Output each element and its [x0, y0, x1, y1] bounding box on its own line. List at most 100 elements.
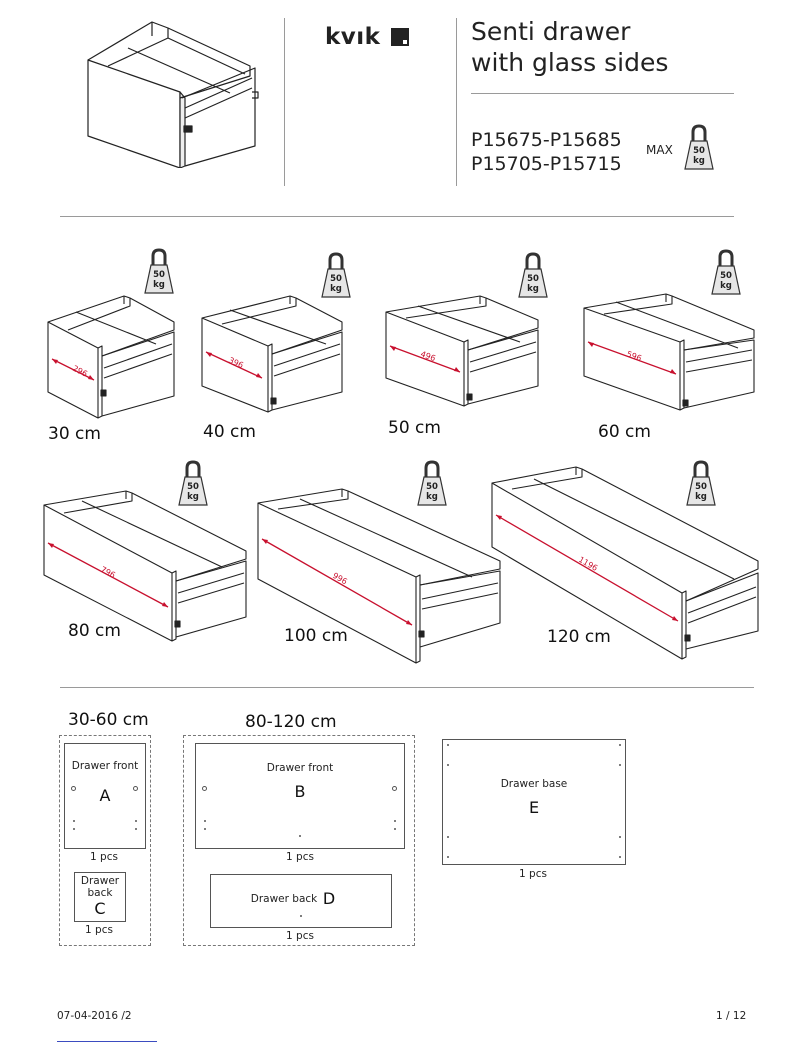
panel-drawer-back-c: Drawer back C — [74, 872, 126, 922]
hole — [133, 786, 138, 791]
hole — [392, 786, 397, 791]
drawer-80: 796 — [43, 490, 247, 642]
weight-unit: kg — [330, 284, 342, 294]
parts-box-small — [59, 735, 151, 946]
panel-label: Drawer front — [266, 762, 334, 774]
hole — [73, 828, 75, 830]
size-label-60: 60 cm — [598, 422, 651, 442]
panel-drawer-back-d: Drawer back D — [210, 874, 392, 928]
weight-value: 50 — [426, 482, 438, 492]
panel-label: Drawer base — [500, 778, 568, 790]
footer-date: 07-04-2016 /2 — [57, 1010, 132, 1022]
drawer-30: 296 — [47, 295, 175, 419]
qty-e: 1 pcs — [519, 868, 547, 880]
panel-label: Drawer back — [250, 893, 318, 905]
hole — [202, 786, 207, 791]
hole — [73, 820, 75, 822]
weight-unit: kg — [527, 284, 539, 294]
hole — [204, 820, 206, 822]
qty-a: 1 pcs — [90, 851, 118, 863]
panel-drawer-front-a: Drawer front A — [64, 743, 146, 849]
hole — [619, 764, 621, 766]
hole — [394, 828, 396, 830]
size-label-100: 100 cm — [284, 626, 348, 646]
hole — [447, 836, 449, 838]
hole — [619, 836, 621, 838]
footer-page-number: 1 / 12 — [716, 1010, 747, 1022]
product-codes: P15675-P15685 P15705-P15715 — [471, 128, 622, 176]
panel-letter: D — [322, 889, 336, 908]
panel-drawer-front-b: Drawer front B — [195, 743, 405, 849]
product-code-2: P15705-P15715 — [471, 153, 622, 175]
weight-value: 50 — [695, 482, 707, 492]
hole — [619, 744, 621, 746]
weight-value: 50 — [330, 274, 342, 284]
header-drawer-illustration — [87, 21, 259, 168]
product-code-1: P15675-P15685 — [471, 129, 622, 151]
panel-label: Drawer front — [71, 760, 139, 772]
section-divider-bottom — [60, 687, 754, 688]
panel-label: Drawer back — [75, 875, 125, 899]
footer-link-underline — [57, 1041, 157, 1042]
weight-unit: kg — [693, 156, 705, 166]
title-line-1: Senti drawer — [471, 17, 631, 46]
weight-unit: kg — [153, 280, 165, 290]
weight-unit: kg — [720, 281, 732, 291]
hole — [619, 856, 621, 858]
header-divider-left — [284, 18, 285, 186]
qty-b: 1 pcs — [286, 851, 314, 863]
weight-value: 50 — [720, 271, 732, 281]
weight-value: 50 — [693, 146, 705, 156]
max-load-label: MAX — [646, 143, 673, 157]
panel-letter: C — [94, 899, 106, 918]
header-divider-right — [456, 18, 457, 186]
panel-drawer-base-e: Drawer base E — [442, 739, 626, 865]
brand-logo-mark — [391, 28, 409, 46]
hole — [447, 856, 449, 858]
size-label-30: 30 cm — [48, 424, 101, 444]
hole — [394, 820, 396, 822]
title-underline — [471, 93, 734, 94]
qty-c: 1 pcs — [85, 924, 113, 936]
hole — [447, 744, 449, 746]
panel-letter: A — [99, 786, 111, 805]
size-label-120: 120 cm — [547, 627, 611, 647]
group-label-large: 80-120 cm — [245, 712, 337, 732]
size-label-80: 80 cm — [68, 621, 121, 641]
brand-logo: kvık — [325, 24, 381, 50]
panel-letter: B — [294, 782, 306, 801]
hole — [71, 786, 76, 791]
hole — [299, 835, 301, 837]
section-divider-top — [60, 216, 734, 217]
group-label-small: 30-60 cm — [68, 710, 149, 730]
size-label-50: 50 cm — [388, 418, 441, 438]
panel-label-line-2: back — [87, 887, 113, 899]
weight-value: 50 — [527, 274, 539, 284]
hole — [447, 764, 449, 766]
drawer-50: 496 — [385, 295, 539, 407]
parts-box-large — [183, 735, 415, 946]
hole — [135, 828, 137, 830]
drawer-120: 1196 — [491, 466, 759, 660]
hole — [135, 820, 137, 822]
qty-d: 1 pcs — [286, 930, 314, 942]
weight-value: 50 — [153, 270, 165, 280]
hole — [204, 828, 206, 830]
drawer-60: 596 — [583, 293, 755, 411]
panel-letter: E — [528, 798, 540, 817]
weight-unit: kg — [187, 492, 199, 502]
hole — [300, 915, 302, 917]
weight-unit: kg — [695, 492, 707, 502]
drawer-100: 996 — [257, 488, 501, 664]
weight-value: 50 — [187, 482, 199, 492]
drawer-40: 396 — [201, 295, 343, 413]
title-line-2: with glass sides — [471, 48, 669, 77]
